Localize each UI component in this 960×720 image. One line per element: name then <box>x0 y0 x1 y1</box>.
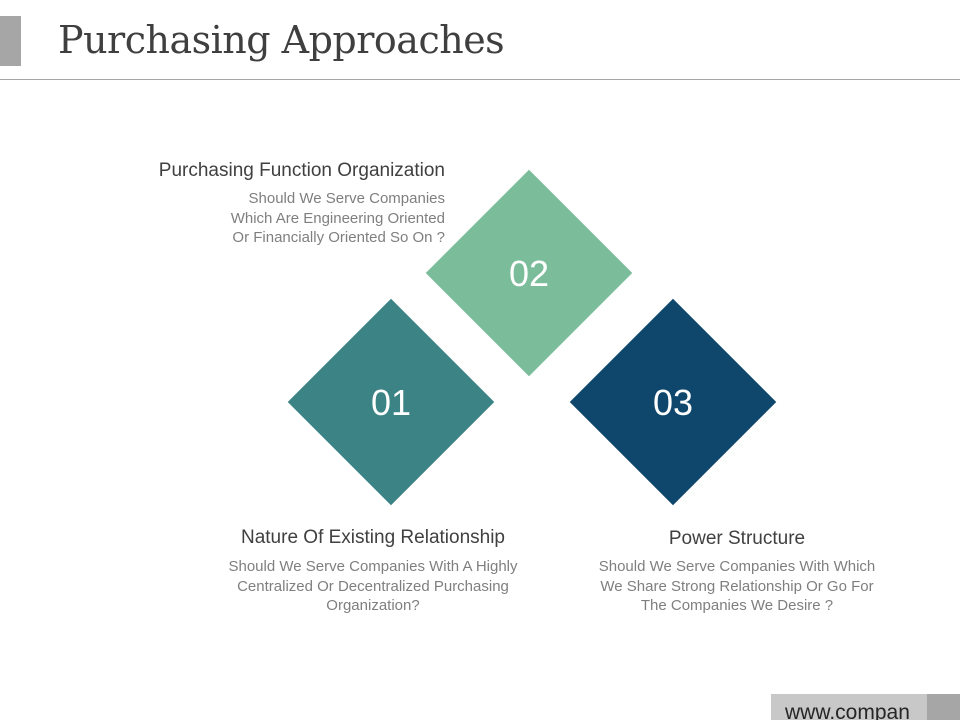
diamond-number-01: 01 <box>370 382 412 423</box>
diamond-number-03: 03 <box>652 382 694 423</box>
item-02-description-line: Which Are Engineering Oriented <box>230 209 445 227</box>
footer-accent-tab <box>927 694 960 720</box>
footer-url-box: www.compan <box>771 694 927 720</box>
item-03-description-line: Should We Serve Companies With Which <box>598 558 876 575</box>
item-02-description-line: Or Financially Oriented So On ? <box>232 229 445 246</box>
item-02-description-line: Should We Serve Companies <box>248 190 446 207</box>
item-03-description: Should We Serve Companies With Which We … <box>537 557 937 616</box>
item-01-description-line: Should We Serve Companies With A Highly <box>228 558 518 575</box>
footer-url: www.compan <box>785 701 910 720</box>
diamond-number-02: 02 <box>508 253 550 294</box>
item-02-heading: Purchasing Function Organization <box>158 160 445 181</box>
slide-title: Purchasing Approaches <box>58 18 505 62</box>
title-accent-bar <box>0 16 21 66</box>
item-01-description-line: Organization? <box>326 597 420 614</box>
item-01-description-line: Centralized Or Decentralized Purchasing <box>237 577 509 595</box>
item-03-description-line: The Companies We Desire ? <box>640 597 834 614</box>
item-02-description: Should We Serve Companies Which Are Engi… <box>231 189 445 248</box>
item-01-heading: Nature Of Existing Relationship <box>240 527 505 548</box>
item-03-heading: Power Structure <box>668 528 806 549</box>
item-03-description-line: We Share Strong Relationship Or Go For <box>600 577 874 595</box>
item-01-description: Should We Serve Companies With A Highly … <box>173 557 573 616</box>
title-divider <box>0 79 960 80</box>
